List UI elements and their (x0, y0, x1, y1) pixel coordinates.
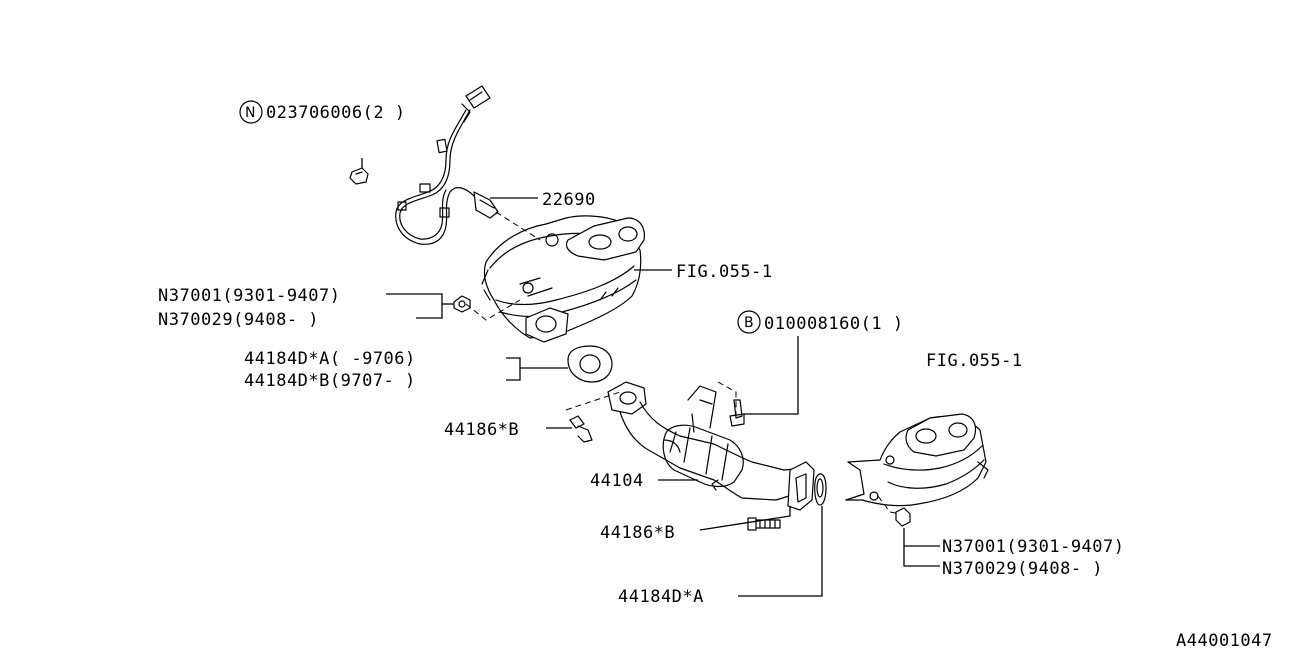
assembly-line-bracket (717, 381, 737, 420)
b-note-circle (737, 310, 761, 334)
bolt-lower-label: 44186*B (600, 523, 675, 543)
n-note-circle (239, 100, 263, 124)
gasket-a-label: 44184D*A( -9706) (244, 349, 416, 369)
bolt-upper-label: 44186*B (444, 420, 519, 440)
upper-nut-drawing (453, 295, 471, 313)
lower-gasket-drawing (814, 473, 827, 506)
nut-upper-label-1: N37001(9301-9407) (158, 286, 341, 306)
nut-lower-label-1: N37001(9301-9407) (942, 537, 1125, 557)
upper-manifold-cover-drawing (481, 215, 645, 343)
upper-gasket-drawing (567, 345, 613, 383)
gasket-b-label: 44184D*B(9707- ) (244, 371, 416, 391)
front-exhaust-pipe-drawing (607, 381, 815, 511)
leader-lines (386, 197, 940, 597)
assembly-line-nut-upper (465, 299, 521, 321)
n-note-symbol: N (245, 105, 255, 121)
small-nut-drawing (349, 158, 369, 185)
b-note-code-label: 010008160(1 ) (764, 314, 904, 334)
oxygen-sensor-drawing (395, 85, 499, 245)
b-note-symbol: B (744, 315, 754, 331)
assembly-line-nut-lower (877, 495, 901, 515)
fig-ref-lower-label: FIG.055-1 (926, 351, 1023, 371)
pipe-part-label: 44104 (590, 471, 644, 491)
lower-manifold-cover-drawing (845, 413, 989, 507)
diagram-id-label: A44001047 (1176, 631, 1273, 651)
sensor-part-label: 22690 (542, 190, 596, 210)
assembly-line-sensor (495, 211, 541, 241)
n-note-code-label: 023706006(2 ) (266, 103, 406, 123)
nut-upper-label-2: N370029(9408- ) (158, 310, 319, 330)
upper-bolt-drawing (569, 415, 593, 443)
lower-nut-drawing (895, 507, 911, 527)
b-bolt-drawing (729, 399, 745, 427)
nut-lower-label-2: N370029(9408- ) (942, 559, 1103, 579)
fig-ref-upper-label: FIG.055-1 (676, 262, 773, 282)
gasket-lower-label: 44184D*A (618, 587, 704, 607)
